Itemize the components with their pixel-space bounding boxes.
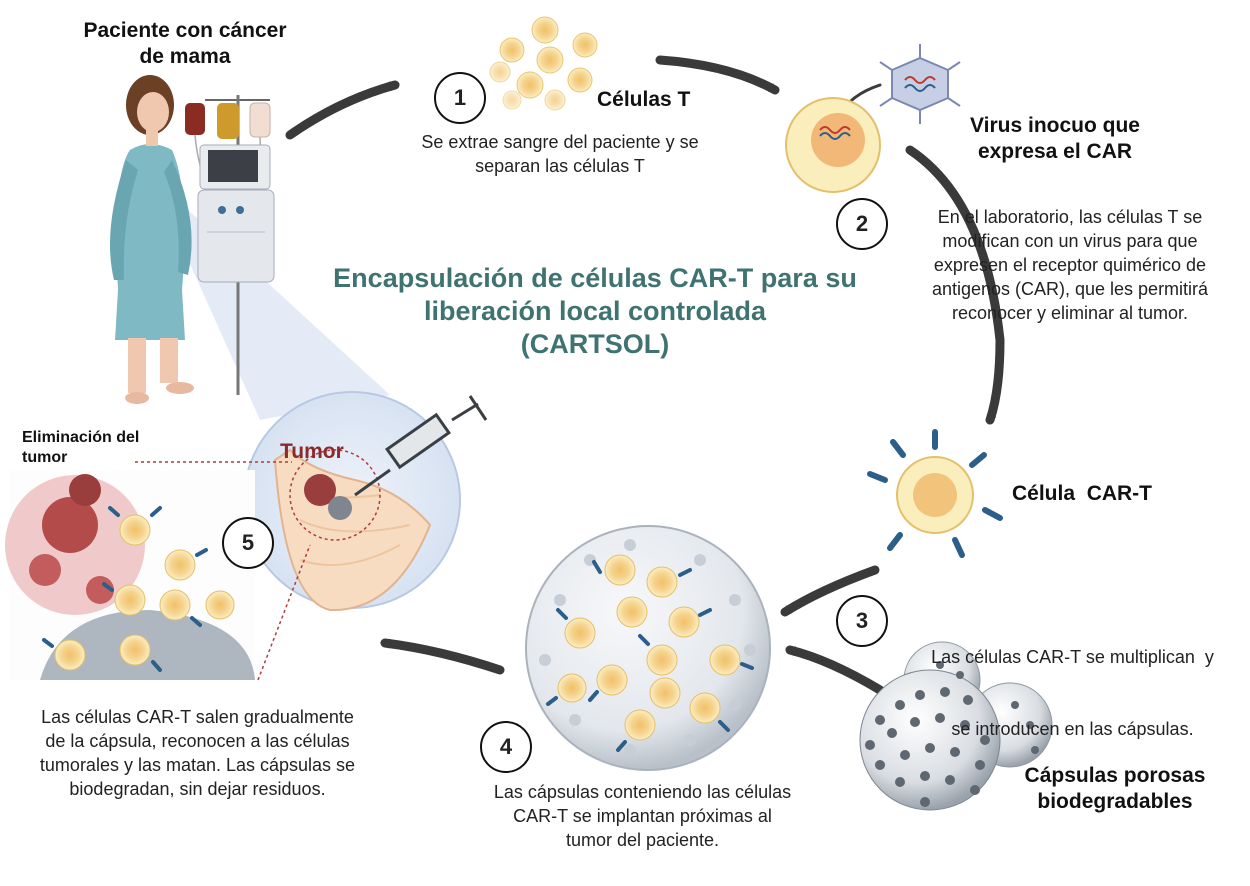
step-5-line-4: biodegradan, sin dejar residuos. — [69, 779, 326, 799]
step-2-line-4: antigenos (CAR), que les permitirá — [931, 279, 1209, 299]
elimination-label: Eliminación del tumor — [22, 428, 139, 468]
capsules-label: Cápsulas porosas biodegradables — [1015, 763, 1215, 815]
step-3-description: Las células CAR-T se multiplican y se in… — [900, 597, 1245, 765]
t-cells-cluster — [489, 16, 598, 111]
step-5-line-3: tumorales y las matan. Las cápsulas se — [39, 755, 356, 775]
virus-icon — [879, 44, 961, 124]
capsules-label-line-1: Cápsulas porosas — [1024, 764, 1206, 787]
title-line-1: Encapsulación de células CAR-T para su — [333, 263, 857, 293]
step-4-line-3: tumor del paciente. — [565, 830, 720, 850]
elimination-label-line-1: Eliminación del — [22, 429, 140, 446]
virus-label: Virus inocuo que expresa el CAR — [955, 113, 1155, 165]
patient-illustration — [110, 75, 275, 404]
patient-label-line-1: Paciente con cáncer — [83, 19, 287, 42]
tumor-elimination-panel — [5, 470, 255, 680]
step-1-line-2: separan las células T — [475, 156, 645, 176]
tumor-label: Tumor — [280, 440, 344, 463]
arrow-tcells-to-virus — [655, 55, 780, 95]
step-1-description: Se extrae sangre del paciente y se separ… — [380, 130, 740, 178]
step-1-badge: 1 — [434, 72, 486, 124]
patient-label: Paciente con cáncer de mama — [80, 18, 290, 70]
loaded-capsule — [525, 525, 771, 771]
step-4-line-1: Las cápsulas conteniendo las células — [493, 782, 792, 802]
step-4-badge: 4 — [480, 721, 532, 773]
step-2-line-3: expresen el receptor quimérico de — [933, 255, 1207, 275]
modified-t-cell — [785, 97, 881, 193]
arrow-cart-to-capsule — [780, 565, 880, 617]
page-title: Encapsulación de células CAR-T para su l… — [300, 262, 890, 361]
step-5-line-2: de la cápsula, reconocen a las células — [45, 731, 350, 751]
elimination-label-line-2: tumor — [22, 449, 68, 466]
breast-zoom — [243, 391, 488, 612]
step-2-line-5: reconocer y eliminar al tumor. — [951, 303, 1189, 323]
step-4-description: Las cápsulas conteniendo las células CAR… — [455, 780, 830, 852]
arrow-capsule-to-tumor — [380, 638, 505, 675]
title-line-3: (CARTSOL) — [520, 329, 670, 359]
step-5-description: Las células CAR-T salen gradualmente de … — [5, 705, 390, 801]
virus-label-line-1: Virus inocuo que — [970, 114, 1140, 137]
step-2-description: En el laboratorio, las células T se modi… — [905, 205, 1235, 325]
step-3-line-2: se introducen en las cápsulas. — [951, 719, 1194, 739]
step-4-line-2: CAR-T se implantan próximas al — [513, 806, 772, 826]
step-5-line-1: Las células CAR-T salen gradualmente — [41, 707, 354, 727]
zoom-pointer-line — [257, 544, 311, 681]
arrow-patient-to-tcells — [285, 80, 400, 140]
step-1-line-1: Se extrae sangre del paciente y se — [421, 132, 699, 152]
step-3-badge: 3 — [836, 595, 888, 647]
step-2-line-2: modifican con un virus para que — [942, 231, 1198, 251]
capsules-label-line-2: biodegradables — [1037, 790, 1193, 813]
arrow-virus-to-cart — [905, 145, 1005, 425]
car-t-cell-label: Célula CAR-T — [1012, 482, 1153, 505]
title-line-2: liberación local controlada — [423, 296, 767, 326]
arrow-capsules-to-capsule — [785, 645, 885, 695]
patient-label-line-2: de mama — [139, 45, 231, 68]
step-2-badge: 2 — [836, 198, 888, 250]
step-5-badge: 5 — [222, 517, 274, 569]
step-3-line-1: Las células CAR-T se multiplican y — [931, 647, 1214, 667]
porous-capsules — [859, 641, 1053, 811]
t-cells-label: Células T — [597, 88, 691, 111]
car-t-cell — [867, 429, 1003, 558]
step-2-line-1: En el laboratorio, las células T se — [937, 207, 1203, 227]
syringe-icon — [354, 395, 488, 497]
virus-label-line-2: expresa el CAR — [977, 140, 1133, 163]
